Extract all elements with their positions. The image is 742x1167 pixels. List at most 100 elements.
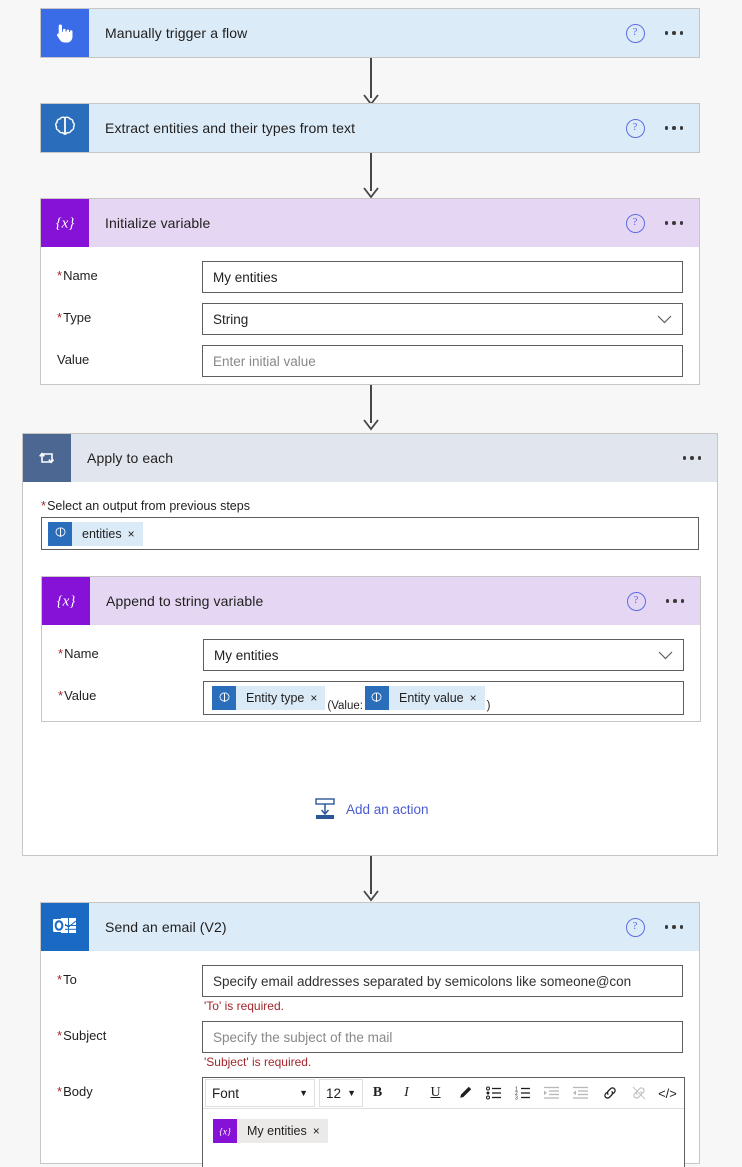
chevron-down-icon: ▼ — [347, 1088, 356, 1098]
field-label-value: Value — [57, 352, 90, 367]
subject-error-message: 'Subject' is required. — [204, 1055, 312, 1069]
step-card-append-to-string-variable[interactable]: {x} Append to string variable ? *Name My… — [41, 576, 701, 722]
required-marker: * — [41, 498, 47, 513]
indent-icon[interactable] — [537, 1078, 566, 1108]
name-select[interactable]: My entities — [203, 639, 684, 671]
step-card-manually-trigger-a-flow[interactable]: Manually trigger a flow ? — [40, 8, 700, 58]
step-card-initialize-variable[interactable]: {x} Initialize variable ? *Name My entit… — [40, 198, 700, 385]
card-header-actions: ? — [626, 591, 701, 611]
select-output-input[interactable]: entities × — [41, 517, 699, 550]
underline-button[interactable]: U — [430, 1085, 441, 1100]
font-size-value: 12 — [326, 1085, 342, 1101]
ai-builder-brain-icon — [364, 686, 389, 710]
body-content-area[interactable]: {x} My entities × — [203, 1109, 684, 1167]
token-entities[interactable]: entities × — [48, 521, 143, 546]
value-input[interactable]: Entity type × (Value: — [203, 681, 684, 715]
chevron-down-icon: ▼ — [299, 1088, 308, 1098]
to-input[interactable]: Specify email addresses separated by sem… — [202, 965, 683, 997]
token-label: entities — [82, 526, 122, 541]
subject-input[interactable]: Specify the subject of the mail — [202, 1021, 683, 1053]
help-icon[interactable]: ? — [625, 23, 645, 43]
outdent-icon[interactable] — [566, 1078, 595, 1108]
code-view-button[interactable]: </> — [658, 1085, 677, 1101]
card-header: {x} Initialize variable ? — [41, 199, 699, 247]
more-commands-icon[interactable] — [664, 126, 683, 130]
help-icon[interactable]: ? — [625, 118, 645, 138]
card-header: Extract entities and their types from te… — [41, 104, 699, 152]
svg-text:{x}: {x} — [57, 594, 76, 610]
more-commands-icon[interactable] — [664, 31, 683, 35]
more-commands-icon[interactable] — [665, 599, 684, 603]
hand-pointer-icon — [41, 9, 89, 57]
more-commands-icon[interactable] — [682, 456, 701, 460]
bold-button[interactable]: B — [372, 1085, 383, 1100]
ai-builder-brain-icon — [41, 104, 89, 152]
card-header-actions: ? — [625, 23, 700, 43]
svg-text:2: 2 — [515, 1091, 518, 1097]
link-icon[interactable] — [595, 1078, 624, 1108]
bulleted-list-icon[interactable] — [479, 1078, 508, 1108]
card-header: Manually trigger a flow ? — [41, 9, 699, 57]
italic-button[interactable]: I — [404, 1085, 409, 1100]
add-an-action-button[interactable]: Add an action — [313, 797, 429, 821]
card-body: *To Specify email addresses separated by… — [41, 951, 699, 1167]
connector-arrow — [362, 385, 380, 433]
outlook-icon — [41, 903, 89, 951]
highlight-pen-icon[interactable] — [450, 1078, 479, 1108]
field-row-body: *Body Font ▼ 12 ▼ B I U — [57, 1077, 685, 1167]
token-remove-icon[interactable]: × — [310, 691, 318, 705]
card-header: {x} Append to string variable ? — [42, 577, 700, 625]
token-remove-icon[interactable]: × — [312, 1124, 320, 1138]
card-header-actions: ? — [625, 213, 700, 233]
field-label-name: *Name — [57, 268, 98, 283]
help-icon[interactable]: ? — [625, 917, 645, 937]
body-rich-text-editor[interactable]: Font ▼ 12 ▼ B I U — [202, 1077, 685, 1167]
ai-builder-brain-icon — [48, 521, 72, 546]
field-row-value: *Value Entity type — [58, 681, 684, 715]
font-family-value: Font — [212, 1085, 240, 1101]
token-remove-icon[interactable]: × — [469, 691, 477, 705]
variable-braces-icon: {x} — [41, 199, 89, 247]
svg-text:1: 1 — [515, 1087, 518, 1093]
card-header: Send an email (V2) ? — [41, 903, 699, 951]
add-action-icon — [313, 797, 337, 821]
token-label: Entity value — [398, 691, 464, 705]
unlink-icon[interactable] — [624, 1078, 653, 1108]
select-output-label: *Select an output from previous steps — [41, 498, 250, 513]
add-an-action-label: Add an action — [346, 801, 429, 817]
chevron-down-icon — [657, 313, 672, 326]
token-my-entities[interactable]: {x} My entities × — [213, 1119, 328, 1143]
to-error-message: 'To' is required. — [204, 999, 284, 1013]
step-container-apply-to-each[interactable]: Apply to each *Select an output from pre… — [22, 433, 718, 856]
more-commands-icon[interactable] — [664, 925, 683, 929]
required-marker: * — [58, 688, 64, 703]
more-commands-icon[interactable] — [664, 221, 683, 225]
value-input[interactable]: Enter initial value — [202, 345, 683, 377]
token-remove-icon[interactable]: × — [127, 526, 135, 541]
variable-braces-icon: {x} — [213, 1119, 237, 1143]
loop-title: Apply to each — [87, 450, 174, 466]
token-entity-value[interactable]: Entity value × — [364, 686, 485, 710]
field-label-value: *Value — [58, 688, 97, 703]
font-family-select[interactable]: Font ▼ — [205, 1079, 315, 1107]
type-select[interactable]: String — [202, 303, 683, 335]
field-row-type: *Type String — [57, 303, 683, 335]
required-marker: * — [57, 972, 63, 987]
field-row-to: *To Specify email addresses separated by… — [57, 965, 683, 997]
field-row-name: *Name My entities — [57, 261, 683, 293]
step-card-send-an-email[interactable]: Send an email (V2) ? *To Specify email a… — [40, 902, 700, 1167]
step-card-extract-entities[interactable]: Extract entities and their types from te… — [40, 103, 700, 153]
numbered-list-icon[interactable]: 1 2 3 — [508, 1078, 537, 1108]
loop-repeat-icon — [23, 434, 71, 482]
font-size-select[interactable]: 12 ▼ — [319, 1079, 363, 1107]
help-icon[interactable]: ? — [626, 591, 646, 611]
help-icon[interactable]: ? — [625, 213, 645, 233]
loop-header: Apply to each — [23, 434, 717, 482]
name-input[interactable]: My entities — [202, 261, 683, 293]
token-entity-type[interactable]: Entity type × — [212, 686, 326, 710]
card-title: Initialize variable — [105, 215, 211, 231]
field-label-subject: *Subject — [57, 1028, 107, 1043]
card-title: Append to string variable — [106, 593, 264, 609]
rich-text-toolbar: Font ▼ 12 ▼ B I U — [203, 1078, 684, 1109]
